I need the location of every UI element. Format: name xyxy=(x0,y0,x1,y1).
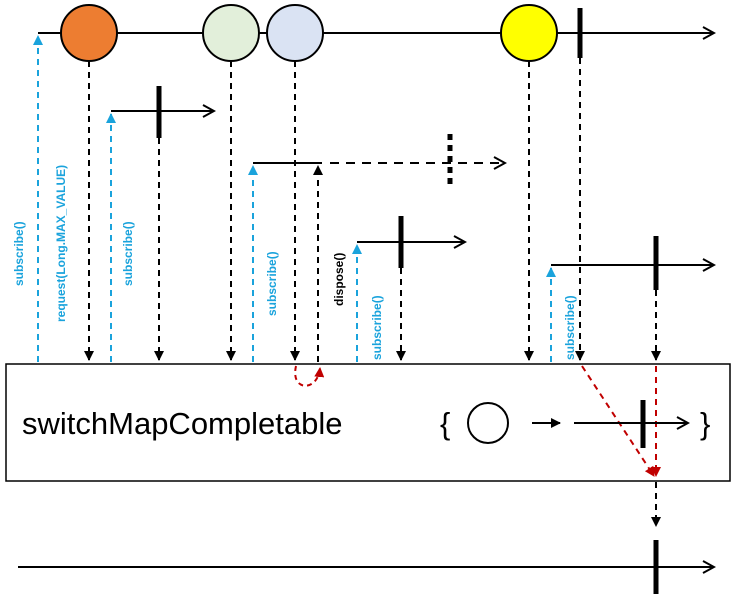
operator-close-brace: } xyxy=(700,406,710,441)
label-subscribe-3: subscribe() xyxy=(265,251,279,316)
inner-completable-2 xyxy=(253,134,505,188)
label-subscribe-5: subscribe() xyxy=(563,295,577,360)
label-subscribe-1: subscribe() xyxy=(12,221,26,286)
label-subscribe-4: subscribe() xyxy=(370,295,384,360)
label-subscribe-2: subscribe() xyxy=(121,221,135,286)
marble-blue xyxy=(266,4,324,62)
marble-green xyxy=(202,4,260,62)
marble-orange xyxy=(60,4,118,62)
label-request: request(Long.MAX_VALUE) xyxy=(54,165,68,322)
inner-completable-1 xyxy=(111,86,214,138)
operator-name: switchMapCompletable xyxy=(22,406,342,441)
signal-arrows xyxy=(84,58,661,361)
operator-marble-icon xyxy=(467,402,509,444)
marble-yellow xyxy=(500,4,558,62)
inner-completable-3 xyxy=(357,216,465,268)
inner-completable-4 xyxy=(551,236,714,290)
subscribe-arrows xyxy=(33,35,556,362)
output-timeline xyxy=(18,540,714,594)
label-dispose: dispose() xyxy=(332,253,346,306)
operator-open-brace: { xyxy=(440,406,450,441)
